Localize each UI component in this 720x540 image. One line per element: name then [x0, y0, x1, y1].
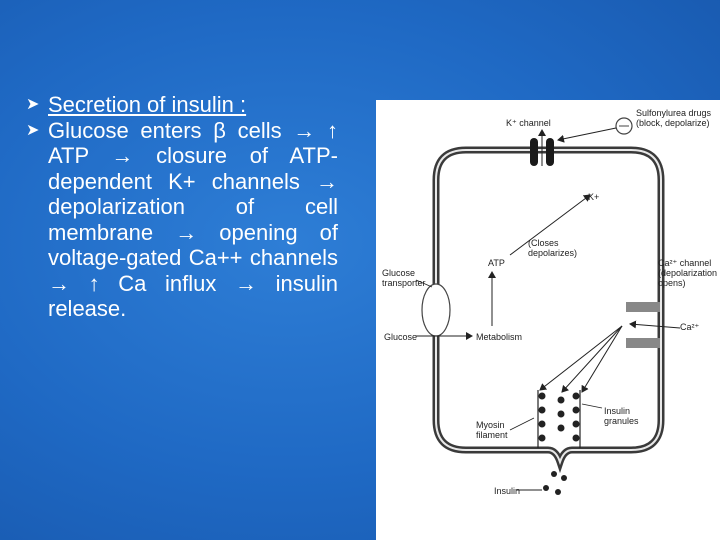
- bullet-text: Secretion of insulin :: [48, 92, 247, 117]
- label-atp: ATP: [488, 258, 505, 268]
- label-insulin-granules: Insulin granules: [604, 406, 639, 426]
- label-closes: (Closes depolarizes): [528, 238, 578, 258]
- insulin-granules: [538, 392, 580, 442]
- label-glucose: Glucose: [384, 332, 418, 342]
- label-k-channel: K⁺ channel: [506, 118, 551, 128]
- secreted-insulin: [543, 471, 567, 495]
- k-channel: [530, 138, 538, 166]
- bullet-item-2: ➤ Glucose enters β cells → ↑ ATP → closu…: [26, 118, 338, 322]
- arrow-bullet-icon: ➤: [26, 96, 40, 113]
- ca-channel: [626, 302, 660, 312]
- bullet-list: ➤ Secretion of insulin : ➤ Glucose enter…: [26, 92, 338, 322]
- beta-cell-diagram: K⁺ channel Sulfonylurea drugs (block, de…: [376, 100, 720, 540]
- label-ca-channel: Ca²⁺ channel (depolarization opens): [658, 258, 718, 288]
- label-glucose-transporter: Glucose transporter: [382, 268, 426, 288]
- label-k-ion: K+: [588, 192, 600, 202]
- glucose-transporter: [421, 283, 451, 337]
- bullet-item-1: ➤ Secretion of insulin :: [26, 92, 338, 118]
- label-ca-ion: Ca²⁺: [680, 322, 700, 332]
- label-myosin-filament: Myosin filament: [476, 420, 508, 440]
- bullet-text: Glucose enters β cells → ↑ ATP → closure…: [48, 117, 338, 322]
- arrow-bullet-icon: ➤: [26, 121, 40, 139]
- cell-diagram-svg: [415, 117, 681, 495]
- label-metabolism: Metabolism: [476, 332, 523, 342]
- label-sulfonylurea: Sulfonylurea drugs (block, depolarize): [636, 108, 712, 128]
- label-insulin: Insulin: [494, 486, 521, 496]
